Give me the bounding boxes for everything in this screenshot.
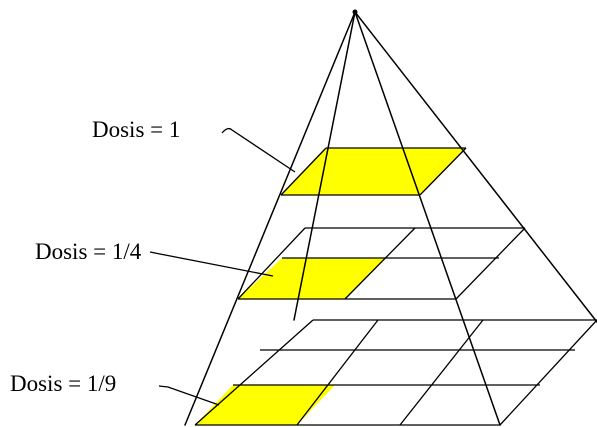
label-dose-far: Dosis = 1/9 [10, 371, 116, 396]
cross-section-level-3 [194, 319, 597, 426]
highlight-cell-level-2 [238, 258, 385, 299]
highlight-cell-level-1 [281, 148, 466, 195]
pointer-dose-far [158, 385, 220, 406]
highlight-cell-level-3 [195, 385, 335, 425]
source-point [352, 9, 358, 15]
cross-section-level-2 [237, 227, 526, 300]
pointer-dose-near [221, 127, 296, 173]
pyramid-edges [184, 11, 597, 426]
cross-section-level-1 [280, 147, 467, 196]
label-dose-mid: Dosis = 1/4 [35, 239, 142, 264]
label-dose-near: Dosis = 1 [92, 117, 180, 142]
pointer-dose-mid [149, 251, 274, 277]
